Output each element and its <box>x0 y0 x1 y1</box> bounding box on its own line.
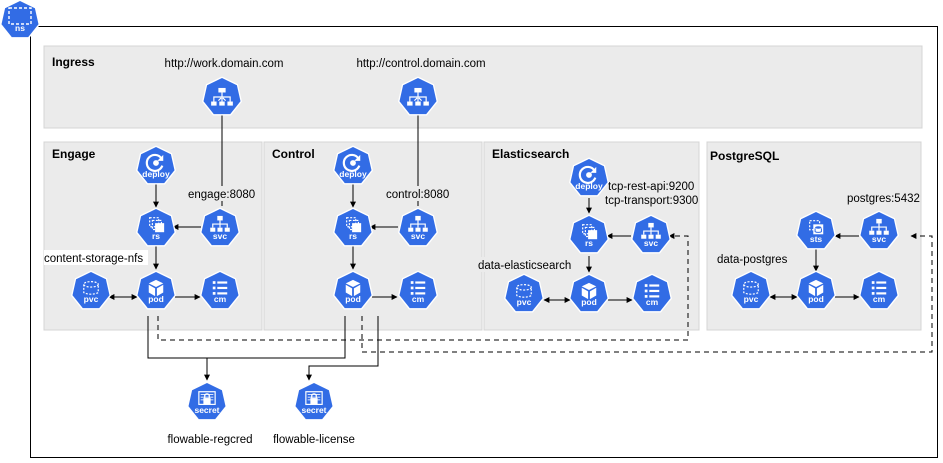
engage-deploy-icon: deploy <box>136 145 176 185</box>
elastic-pvc-icon: pvc <box>504 273 544 313</box>
postgres-pod-icon: pod <box>796 270 836 310</box>
engage-elastic-link <box>157 233 689 341</box>
engage-storage-label: content-storage-nfs <box>44 253 143 265</box>
postgres-storage-label: data-postgres <box>717 254 788 266</box>
dashed-connectors <box>157 233 933 353</box>
secret-regcred-icon-label: secret <box>194 405 219 415</box>
control-url-label: http://control.domain.com <box>356 58 485 70</box>
postgres-svc-icon-label: svc <box>872 234 886 244</box>
control-panel <box>263 141 483 331</box>
postgresql-title: PostgreSQL <box>710 149 779 163</box>
elastic-cm-icon-label: cm <box>646 297 659 307</box>
postgres-sts-icon-label: sts <box>810 234 823 244</box>
k8s-icons: ns deploy rs svc pod pvc cm deploy rs svc pod cm dep… <box>0 0 899 421</box>
elastic-deploy-icon: deploy <box>569 157 609 197</box>
control-pod-icon-label: pod <box>345 294 361 304</box>
work-url-label: http://work.domain.com <box>165 58 284 70</box>
elastic-svc-icon-label: svc <box>644 238 658 248</box>
engage-svc-icon-label: svc <box>213 231 227 241</box>
engage-rs-icon: rs <box>136 207 176 247</box>
control-svc-icon: svc <box>398 207 438 247</box>
postgres-pvc-icon: pvc <box>731 270 771 310</box>
secret-license-icon: secret <box>294 381 334 421</box>
ingress-title: Ingress <box>52 55 95 69</box>
elastic-svc-icon: svc <box>631 214 671 254</box>
engage-pvc-icon-label: pvc <box>84 294 99 304</box>
postgres-port-label: postgres:5432 <box>847 193 920 205</box>
control-deploy-icon: deploy <box>333 145 373 185</box>
secret-license-label: flowable-license <box>273 434 355 446</box>
ingress-work-icon <box>202 76 242 116</box>
elastic-rest-port-label: tcp-rest-api:9200 <box>608 181 694 193</box>
elastic-pvc-icon-label: pvc <box>517 297 532 307</box>
connectors <box>108 112 860 381</box>
namespace-icon: ns <box>0 0 40 39</box>
elastic-pod-icon-label: pod <box>581 297 597 307</box>
control-cm-icon: cm <box>398 270 438 310</box>
engage-deploy-icon-label: deploy <box>142 169 170 179</box>
control-rs-icon-label: rs <box>349 231 357 241</box>
control-cm-icon-label: cm <box>412 294 425 304</box>
engage-svc-icon: svc <box>200 207 240 247</box>
control-port-label: control:8080 <box>386 189 449 201</box>
engage-pod-icon: pod <box>136 270 176 310</box>
postgres-cm-icon-label: cm <box>873 294 886 304</box>
control-deploy-icon-label: deploy <box>339 169 367 179</box>
engage-secret-link <box>147 316 210 381</box>
elastic-cm-icon: cm <box>632 273 672 313</box>
elastic-storage-label: data-elasticsearch <box>478 260 571 272</box>
elastic-transport-port-label: tcp-transport:9300 <box>605 195 698 207</box>
engage-rs-icon-label: rs <box>152 231 160 241</box>
secret-regcred-icon: secret <box>187 381 227 421</box>
elasticsearch-title: Elasticsearch <box>492 147 569 161</box>
engage-cm-icon-label: cm <box>214 294 227 304</box>
engage-cm-icon: cm <box>200 270 240 310</box>
postgres-pod-icon-label: pod <box>808 294 824 304</box>
control-pod-icon: pod <box>333 270 373 310</box>
secret-license-icon-label: secret <box>301 405 326 415</box>
ingress-control-icon <box>398 76 438 116</box>
elastic-pod-icon: pod <box>569 273 609 313</box>
elastic-rs-icon-label: rs <box>585 238 593 248</box>
engage-pod-icon-label: pod <box>148 294 164 304</box>
postgres-svc-icon: svc <box>859 210 899 250</box>
control-svc-icon-label: svc <box>411 231 425 241</box>
engage-title: Engage <box>52 147 96 161</box>
secret-regcred-label: flowable-regcred <box>167 434 252 446</box>
control-rs-icon: rs <box>333 207 373 247</box>
engage-pvc-icon: pvc <box>71 270 111 310</box>
ingress-panel <box>43 45 923 129</box>
postgres-cm-icon: cm <box>859 270 899 310</box>
elastic-rs-icon: rs <box>569 214 609 254</box>
engage-port-label: engage:8080 <box>188 189 255 201</box>
control-secret-link <box>306 316 379 381</box>
control-postgres-link <box>361 233 933 353</box>
control-title: Control <box>272 147 315 161</box>
elastic-deploy-icon-label: deploy <box>575 181 603 191</box>
namespace-icon-label: ns <box>15 23 25 33</box>
postgres-pvc-icon-label: pvc <box>744 294 759 304</box>
postgres-sts-icon: sts <box>796 210 836 250</box>
